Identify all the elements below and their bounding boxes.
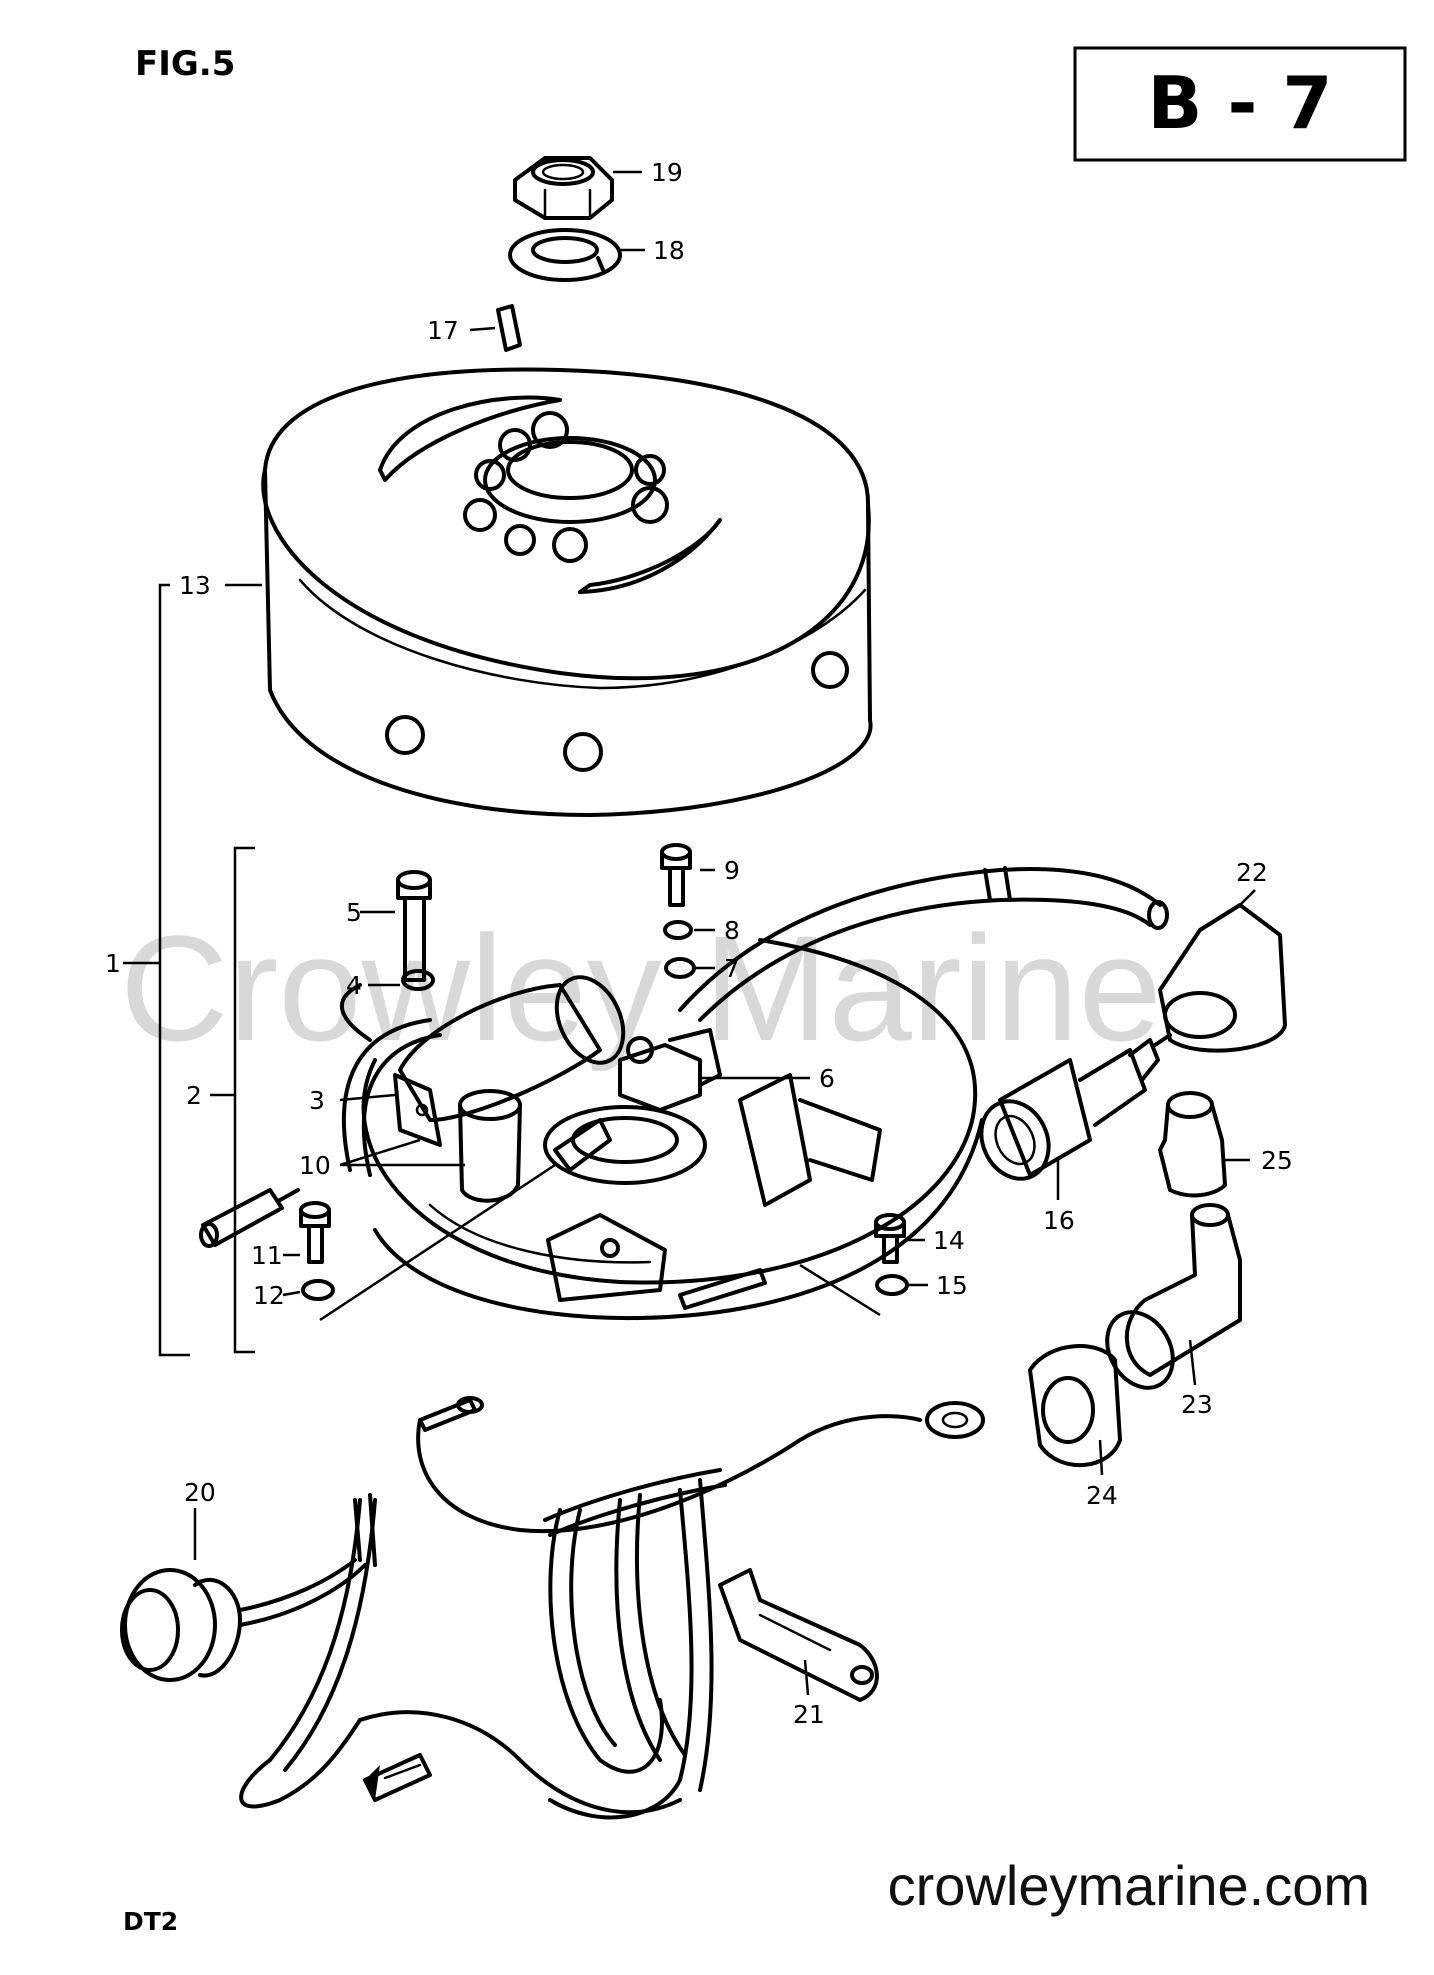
callout-15: 15 — [936, 1271, 968, 1300]
ground-lead-harness — [358, 1396, 985, 1820]
part-11-screw — [299, 1201, 331, 1264]
part-9-screw — [660, 843, 692, 907]
part-15-washer — [875, 1274, 909, 1296]
callout-16: 16 — [1043, 1206, 1075, 1235]
part-24-grommet — [1028, 1344, 1122, 1468]
callout-19: 19 — [651, 158, 683, 187]
callout-2: 2 — [186, 1081, 202, 1110]
part-19-nut — [513, 156, 614, 220]
high-tension-cord — [678, 866, 1169, 1022]
part-13-flywheel — [261, 367, 873, 817]
part-10-condenser — [458, 1089, 522, 1203]
callout-21: 21 — [793, 1700, 825, 1729]
part-14-screw — [874, 1213, 906, 1264]
callout-1: 1 — [105, 949, 121, 978]
bracket-part-1 — [158, 583, 190, 1357]
callout-3: 3 — [309, 1086, 325, 1115]
callout-12: 12 — [253, 1281, 285, 1310]
callout-23: 23 — [1181, 1390, 1213, 1419]
part-17-key — [496, 304, 522, 352]
callout-14: 14 — [933, 1226, 965, 1255]
callout-9: 9 — [724, 856, 740, 885]
part-7-washer — [664, 957, 696, 979]
callout-13: 13 — [179, 571, 211, 600]
callout-22: 22 — [1236, 858, 1268, 887]
part-12-washer — [301, 1279, 335, 1301]
callout-20: 20 — [184, 1478, 216, 1507]
part-16-spark-plug — [979, 1033, 1172, 1181]
model-code: DT2 — [123, 1907, 178, 1936]
figure-label: FIG.5 — [135, 44, 235, 84]
part-2-stator-plate — [339, 938, 984, 1321]
front-direction-arrow — [363, 1753, 432, 1802]
site-url: crowleymarine.com — [888, 1854, 1370, 1917]
callout-25: 25 — [1261, 1146, 1293, 1175]
callout-17: 17 — [427, 316, 459, 345]
part-18-lock-washer — [508, 228, 622, 282]
watermark: Crowley Marine — [120, 904, 1162, 1072]
part-22-plug-cap — [1158, 903, 1287, 1053]
callout-24: 24 — [1086, 1481, 1118, 1510]
page-code-box: B - 7 — [1073, 46, 1407, 162]
part-25-bushing — [1158, 1091, 1227, 1198]
callout-10: 10 — [299, 1151, 331, 1180]
part-5-screw — [396, 870, 432, 982]
callout-18: 18 — [653, 236, 685, 265]
callout-11: 11 — [251, 1241, 283, 1270]
part-20-stop-switch — [120, 1493, 377, 1809]
lead-wire — [199, 1018, 442, 1248]
callout-7: 7 — [724, 954, 740, 983]
callout-5: 5 — [346, 898, 362, 927]
callout-6: 6 — [819, 1064, 835, 1093]
page-code: B - 7 — [1148, 61, 1333, 145]
leader-lines — [123, 170, 1256, 1696]
bracket-part-2 — [233, 846, 255, 1354]
callout-4: 4 — [346, 971, 362, 1000]
part-3-ignition-coil — [393, 975, 626, 1147]
part-6-breaker-points — [553, 1028, 722, 1172]
callout-8: 8 — [724, 916, 740, 945]
part-21-ground-plate — [718, 1568, 879, 1702]
part-8-lock-washer — [663, 920, 693, 940]
part-4-washer — [401, 969, 435, 991]
